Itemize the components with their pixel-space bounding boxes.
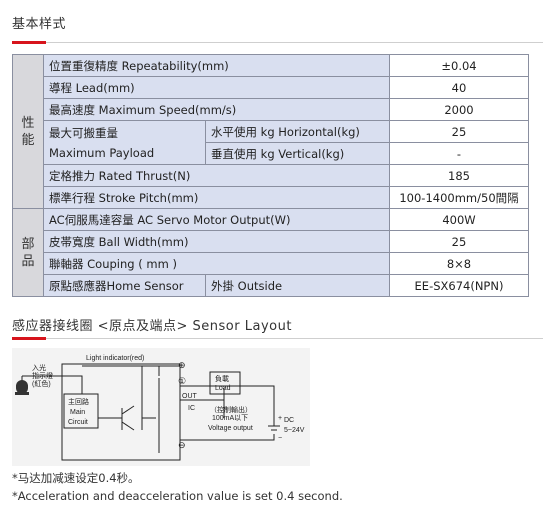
in-light-label: 入光 — [32, 363, 46, 372]
spec-label: 原點感應器Home Sensor — [43, 274, 206, 297]
dc-label: DC — [284, 417, 294, 424]
spec-label-line: Maximum Payload — [49, 145, 155, 160]
wire — [180, 434, 275, 441]
out-label: OUT — [182, 393, 198, 400]
spec-table: 性能 位置重復精度 Repeatability(mm) ±0.04 導程 Lea… — [12, 54, 529, 297]
dc-range-label: 5~24V — [284, 427, 305, 434]
table-row: 部品 AC伺服馬達容量 AC Servo Motor Output(W) 400… — [12, 208, 529, 297]
spec-label: AC伺服馬達容量 AC Servo Motor Output(W) — [43, 208, 390, 231]
main-circuit-label: Main — [70, 409, 85, 416]
main-circuit-box — [63, 393, 99, 429]
spec-label-line: 最大可搬重量 — [49, 125, 118, 140]
terminal-1-icon: ⊕ — [178, 360, 186, 370]
spec-label: 定格推力 Rated Thrust(N) — [43, 164, 390, 187]
spec-value: 185 — [389, 164, 529, 187]
table-row: 定格推力 Rated Thrust(N) 185 — [13, 164, 529, 187]
spec-sublabel: 垂直使用 kg Vertical(kg) — [205, 142, 390, 165]
table-row: 垂直使用 kg Vertical(kg) - — [13, 142, 529, 165]
main-circuit-label: Circuit — [68, 419, 88, 426]
sensor-wiring-diagram: ⊕ ① ⊖ Light indicator(red) 入光 指示燈 (紅色) 主… — [12, 348, 310, 466]
table-row: 性能 位置重復精度 Repeatability(mm) ±0.04 — [12, 54, 529, 209]
spec-value: 40 — [389, 76, 529, 99]
load-label: Load — [215, 385, 231, 392]
in-light-label: 指示燈 — [32, 371, 53, 380]
terminal-2-icon: ① — [178, 376, 186, 386]
title-accent-bar — [12, 41, 46, 44]
transistor-1 — [121, 421, 135, 431]
spec-value: ±0.04 — [389, 54, 529, 77]
terminal-3-icon: ⊖ — [178, 440, 186, 450]
spec-value: 100-1400mm/50間隔 — [389, 186, 529, 209]
current-limit-label: 100mA以下 — [212, 414, 248, 422]
spec-label: 聯軸器 Couping ( mm ) — [43, 252, 390, 275]
section-title-sensor-layout: 感应器接线圈 <原点及端点> Sensor Layout — [12, 319, 292, 334]
load-box — [209, 371, 241, 395]
spec-label: 皮帯寬度 Ball Width(mm) — [43, 230, 390, 253]
control-output-label: （控制輸出） — [210, 405, 252, 414]
spec-label: 導程 Lead(mm) — [43, 76, 390, 99]
category-parts: 部品 — [12, 208, 44, 297]
spec-value: 8×8 — [389, 252, 529, 275]
spec-label-payload: 最大可搬重量 Maximum Payload — [43, 120, 206, 165]
sensor-outline — [61, 363, 181, 461]
note-cn: *马达加减速设定0.4秒。 — [12, 471, 140, 485]
table-row: 皮帯寬度 Ball Width(mm) 25 — [13, 230, 529, 253]
section-title-basic-spec: 基本样式 — [12, 17, 67, 32]
table-row: 標準行程 Stroke Pitch(mm) 100-1400mm/50間隔 — [13, 186, 529, 209]
title-divider — [12, 42, 543, 43]
in-light-label: (紅色) — [32, 379, 51, 388]
table-row: 最高速度 Maximum Speed(mm/s) 2000 — [13, 98, 529, 121]
minus-label: − — [278, 435, 282, 442]
transistor-1 — [121, 405, 135, 415]
load-label: 負載 — [215, 374, 229, 383]
spec-label: 標準行程 Stroke Pitch(mm) — [43, 186, 390, 209]
table-row: 導程 Lead(mm) 40 — [13, 76, 529, 99]
spec-value: EE-SX674(NPN) — [389, 274, 529, 297]
plus-label: + — [278, 415, 282, 422]
table-row: 原點感應器Home Sensor 外掛 Outside EE-SX674(NPN… — [13, 274, 529, 297]
light-indicator-label: Light indicator(red) — [86, 355, 144, 362]
spec-value: 25 — [389, 230, 529, 253]
spec-value: - — [389, 142, 529, 165]
table-row: 聯軸器 Couping ( mm ) 8×8 — [13, 252, 529, 275]
ic-label: IC — [188, 405, 195, 412]
spec-sublabel: 水平使用 kg Horizontal(kg) — [205, 120, 390, 143]
note-en: *Acceleration and deacceleration value i… — [12, 489, 343, 503]
spec-label: 最高速度 Maximum Speed(mm/s) — [43, 98, 390, 121]
spec-value: 25 — [389, 120, 529, 143]
voltage-output-label: Voltage output — [208, 425, 253, 432]
spec-label: 位置重復精度 Repeatability(mm) — [43, 54, 390, 77]
spec-value: 2000 — [389, 98, 529, 121]
wire — [22, 375, 83, 394]
spec-sublabel: 外掛 Outside — [205, 274, 390, 297]
spec-value: 400W — [389, 208, 529, 231]
led-icon — [15, 380, 29, 395]
title-divider — [12, 338, 543, 339]
table-row: 最大可搬重量 Maximum Payload 水平使用 kg Horizonta… — [13, 120, 529, 165]
wire — [180, 385, 275, 426]
category-performance: 性能 — [12, 54, 44, 209]
title-accent-bar — [12, 337, 46, 340]
main-circuit-label: 主回路 — [68, 397, 89, 406]
